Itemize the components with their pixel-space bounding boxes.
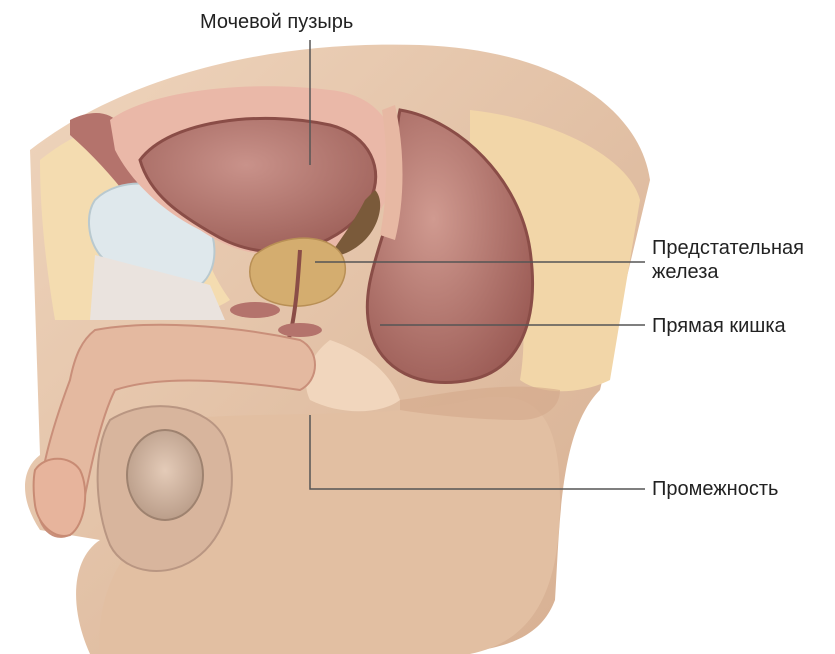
sphincter-lower — [278, 323, 322, 337]
label-perineum: Промежность — [652, 477, 778, 501]
label-rectum: Прямая кишка — [652, 314, 786, 338]
sphincter-upper — [230, 302, 280, 318]
label-prostate-line1: Предстательная — [652, 237, 804, 259]
label-bladder: Мочевой пузырь — [200, 10, 353, 34]
label-prostate: Предстательная железа — [652, 236, 804, 284]
testis — [127, 430, 203, 520]
label-prostate-line2: железа — [652, 260, 804, 284]
